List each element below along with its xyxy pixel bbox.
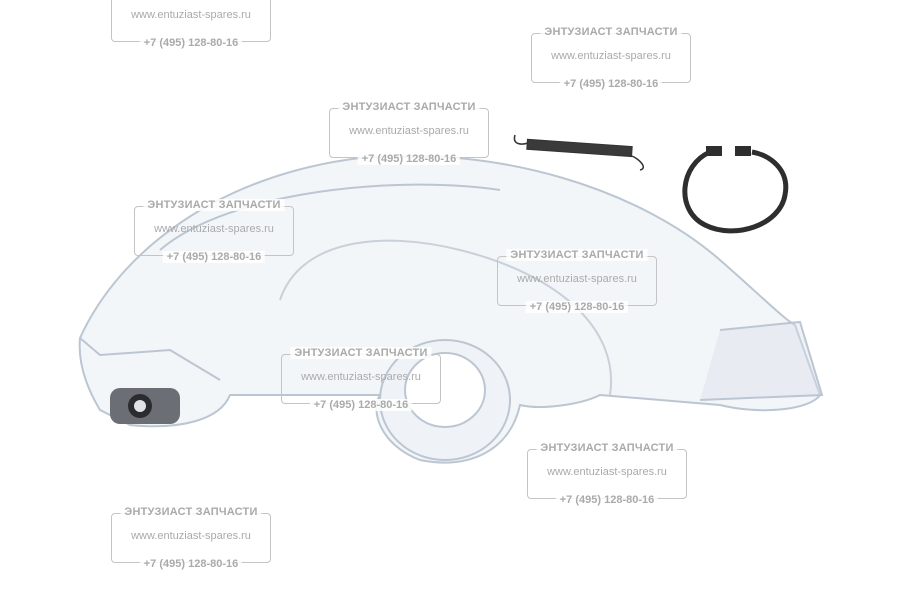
retaining-ring: [682, 146, 789, 234]
watermark-stamp: ЭНТУЗИАСТ ЗАПЧАСТИ www.entuziast-spares.…: [111, 506, 271, 570]
watermark-url: www.entuziast-spares.ru: [349, 125, 469, 137]
watermark-title: ЭНТУЗИАСТ ЗАПЧАСТИ: [536, 442, 678, 454]
watermark-stamp: ЭНТУЗИАСТ ЗАПЧАСТИ www.entuziast-spares.…: [531, 26, 691, 90]
watermark-url: www.entuziast-spares.ru: [131, 530, 251, 542]
watermark-phone: +7 (495) 128-80-16: [139, 558, 243, 570]
watermark-title: ЭНТУЗИАСТ ЗАПЧАСТИ: [120, 506, 262, 518]
watermark-url: www.entuziast-spares.ru: [301, 371, 421, 383]
watermark-url: www.entuziast-spares.ru: [551, 50, 671, 62]
watermark-phone: +7 (495) 128-80-16: [525, 301, 629, 313]
watermark-stamp: ЭНТУЗИАСТ ЗАПЧАСТИ www.entuziast-spares.…: [134, 199, 294, 263]
watermark-stamp: ЭНТУЗИАСТ ЗАПЧАСТИ www.entuziast-spares.…: [497, 249, 657, 313]
watermark-url: www.entuziast-spares.ru: [131, 9, 251, 21]
watermark-stamp: ЭНТУЗИАСТ ЗАПЧАСТИ www.entuziast-spares.…: [281, 347, 441, 411]
watermark-stamp: ЭНТУЗИАСТ ЗАПЧАСТИ www.entuziast-spares.…: [329, 101, 489, 165]
watermark-title: ЭНТУЗИАСТ ЗАПЧАСТИ: [338, 101, 480, 113]
watermark-title: ЭНТУЗИАСТ ЗАПЧАСТИ: [540, 26, 682, 38]
watermark-phone: +7 (495) 128-80-16: [555, 494, 659, 506]
watermark-title: ЭНТУЗИАСТ ЗАПЧАСТИ: [506, 249, 648, 261]
watermark-title: ЭНТУЗИАСТ ЗАПЧАСТИ: [290, 347, 432, 359]
watermark-stamp: ЭНТУЗИАСТ ЗАПЧАСТИ www.entuziast-spares.…: [527, 442, 687, 506]
watermark-phone: +7 (495) 128-80-16: [162, 251, 266, 263]
watermark-phone: +7 (495) 128-80-16: [559, 78, 663, 90]
watermark-phone: +7 (495) 128-80-16: [309, 399, 413, 411]
watermark-url: www.entuziast-spares.ru: [517, 273, 637, 285]
watermark-title: ЭНТУЗИАСТ ЗАПЧАСТИ: [143, 199, 285, 211]
watermark-stamp: www.entuziast-spares.ru +7 (495) 128-80-…: [111, 0, 271, 49]
bolt-icon: [110, 388, 180, 424]
spring: [513, 134, 644, 171]
watermark-url: www.entuziast-spares.ru: [154, 223, 274, 235]
blade-guard: [78, 154, 824, 464]
watermark-phone: +7 (495) 128-80-16: [357, 153, 461, 165]
watermark-url: www.entuziast-spares.ru: [547, 466, 667, 478]
watermark-phone: +7 (495) 128-80-16: [139, 37, 243, 49]
